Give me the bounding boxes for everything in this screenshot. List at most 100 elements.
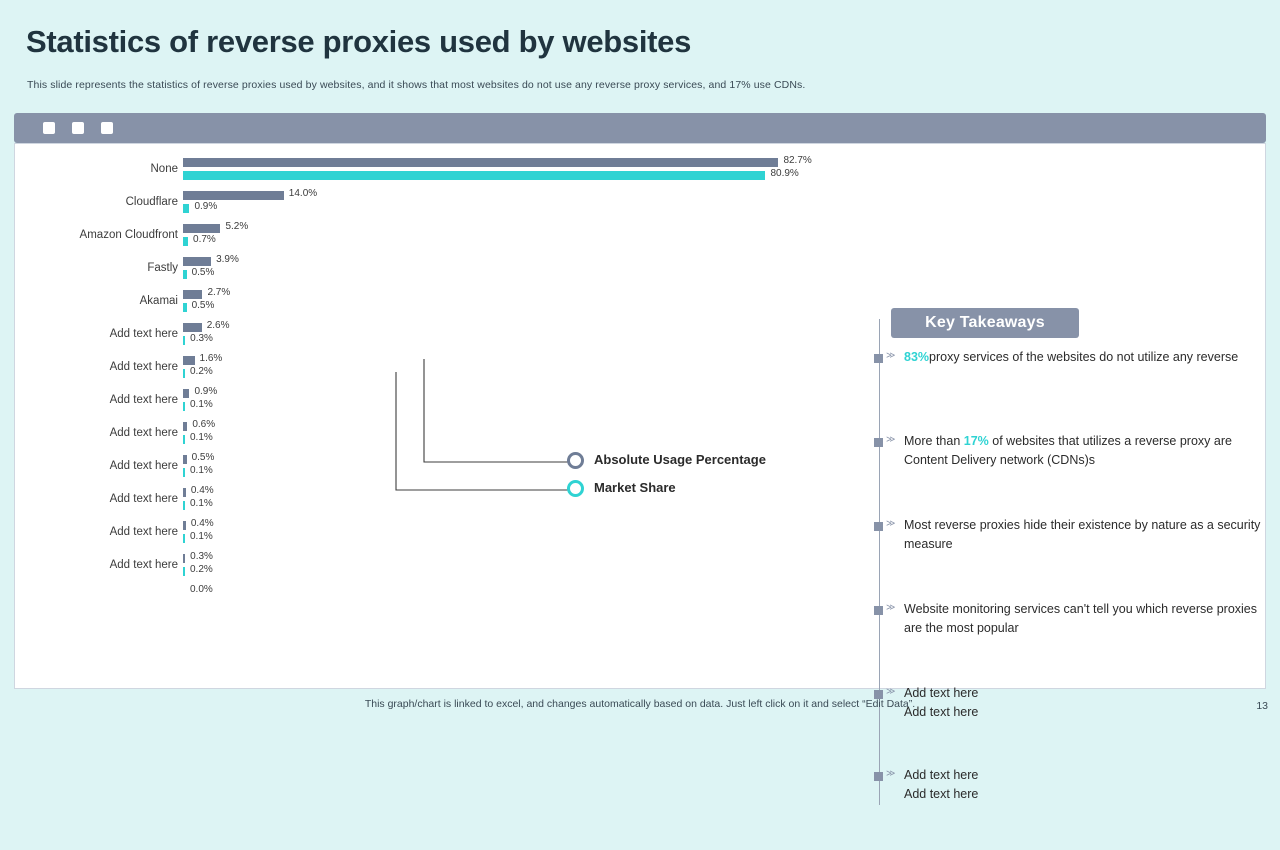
bar-value-label: 0.1% (190, 498, 213, 509)
chart-row: Add text here 0.9% 0.1% (19, 385, 859, 418)
category-label: Add text here (109, 493, 178, 505)
category-label: Cloudflare (125, 196, 178, 208)
bar-absolute-usage[interactable] (183, 158, 779, 167)
page-subtitle: This slide represents the statistics of … (27, 79, 806, 91)
key-takeaway-item: ≫ Most reverse proxies hide their existen… (874, 516, 1270, 582)
bar-value-label: 14.0% (288, 188, 318, 199)
bar-value-label: 2.7% (207, 287, 231, 298)
window-dot-icon[interactable] (101, 122, 113, 134)
bar-absolute-usage[interactable] (183, 191, 284, 200)
bar-value-label: 5.2% (225, 221, 249, 232)
chart-row: Add text here 0.4% 0.1% (19, 484, 859, 517)
bar-market-share[interactable] (183, 501, 185, 510)
bar-market-share[interactable] (183, 369, 185, 378)
bar-absolute-usage[interactable] (183, 554, 186, 563)
bar-absolute-usage[interactable] (183, 257, 212, 266)
key-takeaway-item: ≫83%proxy services of the websites do no… (874, 348, 1270, 414)
chart-row: 0.0% (19, 583, 859, 597)
key-takeaway-text: More than 17% of websites that utilizes … (904, 434, 1232, 468)
bar-market-share[interactable] (183, 336, 186, 345)
bar-market-share[interactable] (183, 270, 187, 279)
bullet-square-icon (874, 354, 883, 363)
bar-value-label: 82.7% (783, 155, 812, 166)
legend-marker-icon (567, 452, 584, 469)
legend-marker-icon (567, 480, 584, 497)
key-takeaway-item: ≫More than 17% of websites that utilizes… (874, 432, 1270, 498)
bar-market-share[interactable] (183, 567, 185, 576)
bar-value-label: 0.1% (190, 432, 213, 443)
bar-market-share[interactable] (183, 171, 766, 180)
chevron-right-icon: ≫ (886, 686, 896, 696)
bar-absolute-usage[interactable] (183, 488, 186, 497)
bar-absolute-usage[interactable] (183, 455, 187, 464)
category-label: Add text here (109, 427, 178, 439)
bar-value-label: 0.2% (190, 564, 213, 575)
category-label: Akamai (139, 295, 178, 307)
bar-market-share[interactable] (183, 402, 185, 411)
category-label: Add text here (109, 526, 178, 538)
bar-value-label: 0.5% (191, 267, 215, 278)
page-title: Statistics of reverse proxies used by we… (26, 24, 692, 59)
key-takeaway-highlight: 83% (904, 350, 930, 364)
bullet-square-icon (874, 772, 883, 781)
bar-market-share[interactable] (183, 237, 189, 246)
bar-market-share[interactable] (183, 468, 185, 477)
bar-value-label: 0.4% (190, 485, 214, 496)
bar-absolute-usage[interactable] (183, 389, 190, 398)
bar-value-label: 0.1% (190, 531, 213, 542)
bar-market-share[interactable] (183, 435, 185, 444)
bar-value-label: 0.9% (194, 386, 218, 397)
bar-value-label: 3.9% (216, 254, 239, 265)
chevron-right-icon: ≫ (886, 602, 896, 612)
key-takeaways-title: Key Takeaways (925, 314, 1045, 331)
category-label: Fastly (147, 262, 178, 274)
key-takeaways-list: ≫ 83%proxy services of the websites do no… (874, 348, 1270, 850)
bar-value-label: 0.5% (191, 452, 215, 463)
bar-value-label: 0.1% (190, 399, 213, 410)
bar-value-label: 0.4% (190, 518, 214, 529)
bar-value-label: 0.3% (190, 333, 213, 344)
key-takeaway-text: Most reverse proxies hide their existenc… (904, 518, 1261, 552)
bar-absolute-usage[interactable] (183, 224, 221, 233)
bar-absolute-usage[interactable] (183, 356, 195, 365)
window-dot-icon[interactable] (72, 122, 84, 134)
bar-absolute-usage[interactable] (183, 323, 202, 332)
category-label: Add text here (109, 394, 178, 406)
bar-absolute-usage[interactable] (183, 521, 186, 530)
bar-absolute-usage[interactable] (183, 422, 188, 431)
bar-value-label: 0.7% (193, 234, 216, 245)
bullet-square-icon (874, 438, 883, 447)
bar-value-label: 1.6% (199, 353, 223, 364)
legend-label: Market Share (594, 480, 676, 495)
chevron-right-icon: ≫ (886, 518, 896, 528)
bar-value-label: 0.0% (190, 584, 213, 595)
bar-market-share[interactable] (183, 534, 185, 543)
bar-value-label: 0.5% (191, 300, 215, 311)
key-takeaway-line2: Add text here (904, 705, 979, 720)
bar-market-share[interactable] (183, 303, 187, 312)
chevron-right-icon: ≫ (886, 768, 896, 778)
category-label: Add text here (109, 460, 178, 472)
key-takeaway-highlight: 17% (963, 434, 989, 448)
page-number: 13 (1256, 700, 1268, 712)
bar-absolute-usage[interactable] (183, 290, 203, 299)
key-takeaways-divider (879, 319, 880, 805)
window-dot-icon[interactable] (43, 122, 55, 134)
key-takeaway-text: 83%proxy services of the websites do not… (904, 350, 1239, 364)
category-label: Add text here (109, 328, 178, 340)
bar-market-share[interactable] (183, 204, 190, 213)
bar-value-label: 0.3% (190, 551, 213, 562)
footer-note: This graph/chart is linked to excel, and… (364, 698, 916, 710)
